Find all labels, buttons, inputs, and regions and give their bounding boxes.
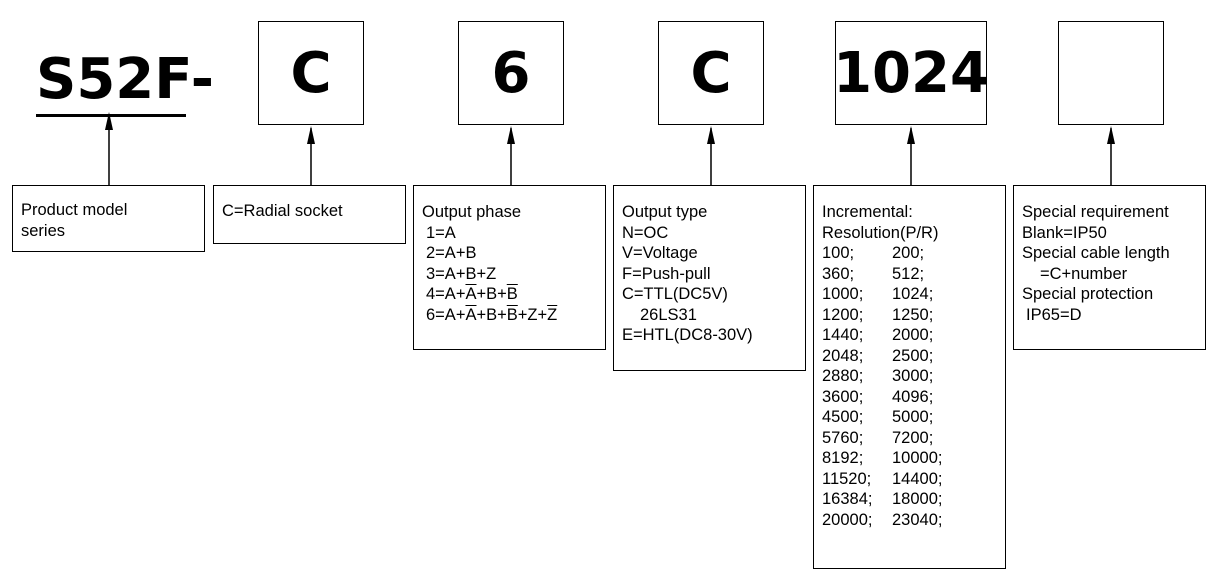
resolution-value-right: 2000;: [892, 326, 934, 344]
special-code-box: [1058, 21, 1164, 125]
product-line1: Product model: [21, 201, 128, 219]
product-description-box: Product model series: [12, 185, 205, 252]
resolution-value-left: 5760;: [822, 428, 864, 447]
resolution-value-right: 1024;: [892, 285, 934, 303]
arrowhead-socket: [307, 126, 315, 144]
resolution-value-left: 2048;: [822, 346, 864, 365]
resolution-value-left: 100;: [822, 244, 855, 262]
resolution-value-left: 20000;: [822, 510, 873, 529]
model-prefix: S52F-: [36, 48, 214, 117]
special-line2: Blank=IP50: [1022, 223, 1107, 242]
resolution-value-left: 8192;: [822, 449, 864, 467]
socket-text: C=Radial socket: [222, 202, 343, 220]
socket-description-box: C=Radial socket: [213, 185, 406, 244]
output-description-box: Output type N=OC V=Voltage F=Push-pull C…: [613, 185, 806, 371]
output-option-c-sub: 26LS31: [640, 305, 697, 324]
phase-option-6: 6=A+A+B+B+Z+Z: [426, 305, 558, 324]
resolution-value-right: 5000;: [892, 408, 934, 426]
phase-option-4: 4=A+A+B+B: [426, 285, 518, 303]
output-option-e: E=HTL(DC8-30V): [622, 326, 753, 344]
resolution-value-right: 512;: [892, 264, 925, 283]
phase-description-box: Output phase 1=A 2=A+B 3=A+B+Z 4=A+A+B+B…: [413, 185, 606, 350]
resolution-row: 16384; 18000;: [822, 489, 999, 510]
phase-title: Output phase: [422, 203, 522, 221]
output-code-box: C: [658, 21, 764, 125]
special-description-box: Special requirement Blank=IP50 Special c…: [1013, 185, 1206, 350]
resolution-row: 2880; 3000;: [822, 366, 999, 387]
special-line1: Special requirement: [1022, 203, 1169, 221]
arrowhead-special: [1107, 126, 1115, 144]
output-option-v: V=Voltage: [622, 244, 698, 262]
special-line3: Special cable length: [1022, 244, 1170, 262]
resolution-value-right: 2500;: [892, 346, 934, 365]
resolution-subtitle: Resolution(P/R): [822, 223, 939, 242]
output-title: Output type: [622, 203, 708, 221]
resolution-row: 1000; 1024;: [822, 284, 999, 305]
resolution-code-box: 1024: [833, 21, 989, 125]
resolution-value-right: 18000;: [892, 490, 943, 508]
resolution-row: 100; 200;: [822, 243, 999, 264]
resolution-value-right: 4096;: [892, 387, 934, 406]
output-option-c: C=TTL(DC5V): [622, 285, 728, 303]
resolution-value-left: 1440;: [822, 326, 864, 344]
resolution-value-right: 200;: [892, 244, 925, 262]
phase-option-1: 1=A: [426, 223, 456, 242]
arrowhead-output: [707, 126, 715, 144]
resolution-description-box: Incremental: Resolution(P/R) 100; 200; 360…: [813, 185, 1006, 569]
resolution-row: 1440; 2000;: [822, 325, 999, 346]
resolution-row: 1200; 1250;: [822, 305, 999, 326]
resolution-row: 8192; 10000;: [822, 448, 999, 469]
special-line5: Special protection: [1022, 285, 1154, 303]
resolution-value-left: 1000;: [822, 285, 864, 303]
special-line4: =C+number: [1040, 264, 1128, 283]
arrowhead-resolution: [907, 126, 915, 144]
resolution-list: 100;200;360;512;1000;1024;1200;1250;1440…: [822, 243, 999, 530]
resolution-row: 5760; 7200;: [822, 428, 999, 449]
resolution-row: 360; 512;: [822, 264, 999, 285]
output-option-f: F=Push-pull: [622, 264, 711, 283]
resolution-value-right: 10000;: [892, 449, 943, 467]
phase-option-2: 2=A+B: [426, 244, 477, 262]
output-option-n: N=OC: [622, 223, 669, 242]
resolution-value-right: 1250;: [892, 305, 934, 324]
resolution-value-left: 11520;: [822, 469, 872, 488]
resolution-value-right: 23040;: [892, 510, 943, 529]
resolution-title: Incremental:: [822, 203, 913, 221]
resolution-value-left: 1200;: [822, 305, 864, 324]
product-line2: series: [21, 221, 66, 240]
resolution-value-right: 14400;: [892, 469, 943, 488]
resolution-value-right: 3000;: [892, 367, 934, 385]
resolution-value-left: 3600;: [822, 387, 864, 406]
resolution-value-left: 360;: [822, 264, 855, 283]
arrowhead-product: [105, 112, 113, 130]
resolution-row: 20000; 23040;: [822, 510, 999, 531]
resolution-value-right: 7200;: [892, 428, 934, 447]
special-line6: IP65=D: [1026, 305, 1082, 324]
resolution-value-left: 16384;: [822, 490, 873, 508]
resolution-row: 2048; 2500;: [822, 346, 999, 367]
phase-option-3: 3=A+B+Z: [426, 264, 497, 283]
resolution-row: 4500; 5000;: [822, 407, 999, 428]
phase-code-box: 6: [458, 21, 564, 125]
resolution-row: 3600; 4096;: [822, 387, 999, 408]
socket-code-box: C: [258, 21, 364, 125]
resolution-row: 11520; 14400;: [822, 469, 999, 490]
resolution-value-left: 4500;: [822, 408, 864, 426]
arrowhead-phase: [507, 126, 515, 144]
resolution-value-left: 2880;: [822, 367, 864, 385]
